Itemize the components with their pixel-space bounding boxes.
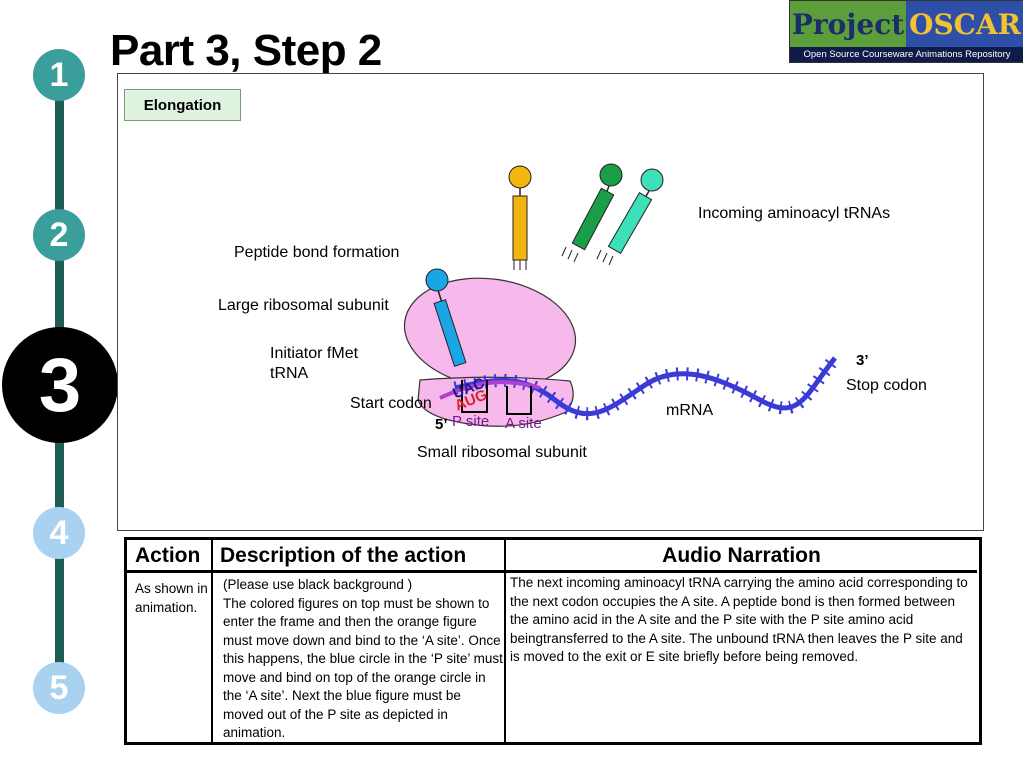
step-1[interactable]: 1 <box>33 49 85 101</box>
label-peptide-bond: Peptide bond formation <box>234 244 400 261</box>
page-title: Part 3, Step 2 <box>110 26 382 75</box>
label-p-site: P site <box>452 413 490 430</box>
step-5[interactable]: 5 <box>33 662 85 714</box>
label-incoming-trnas: Incoming aminoacyl tRNAs <box>698 205 891 222</box>
aqua-trna-body <box>607 191 653 255</box>
logo-oscar-word: OSCAR <box>906 1 1023 47</box>
label-mrna: mRNA <box>666 402 714 419</box>
label-initiator-trna: Initiator fMet tRNA <box>270 345 359 382</box>
initiator-trna-body <box>433 299 467 367</box>
label-three-prime: 3’ <box>856 352 869 369</box>
label-a-site: A site <box>505 415 542 432</box>
label-five-prime: 5’ <box>435 416 448 433</box>
orange-trna-body <box>512 195 528 261</box>
logo-tagline: Open Source Courseware Animations Reposi… <box>790 47 1023 62</box>
step-3-current[interactable]: 3 <box>2 327 118 443</box>
header-audio-narration: Audio Narration <box>662 544 821 567</box>
description-text: (Please use black background ) The color… <box>223 577 503 740</box>
project-oscar-logo: Project OSCAR Open Source Courseware Ani… <box>789 0 1023 63</box>
label-large-subunit: Large ribosomal subunit <box>218 297 389 314</box>
orange-trna-amino-acid <box>508 165 532 189</box>
header-action: Action <box>135 544 201 567</box>
label-start-codon: Start codon <box>350 395 432 412</box>
label-small-subunit: Small ribosomal subunit <box>417 444 587 461</box>
audio-narration-text: The next incoming aminoacyl tRNA carryin… <box>510 575 968 664</box>
step-4[interactable]: 4 <box>33 507 85 559</box>
initiator-trna-amino-acid <box>425 268 449 292</box>
label-stop-codon: Stop codon <box>846 377 927 394</box>
step-2[interactable]: 2 <box>33 209 85 261</box>
action-text: As shown in animation. <box>135 581 208 615</box>
green-trna-body <box>571 187 615 251</box>
logo-project-word: Project <box>790 1 906 47</box>
elongation-badge: Elongation <box>124 89 241 121</box>
green-trna-amino-acid <box>599 163 623 187</box>
a-site-pocket <box>506 386 532 415</box>
storyboard-table: Action Description of the action Audio N… <box>124 537 982 745</box>
header-description: Description of the action <box>220 544 467 567</box>
p-site-pocket <box>461 380 488 413</box>
aqua-trna-amino-acid <box>640 168 664 192</box>
